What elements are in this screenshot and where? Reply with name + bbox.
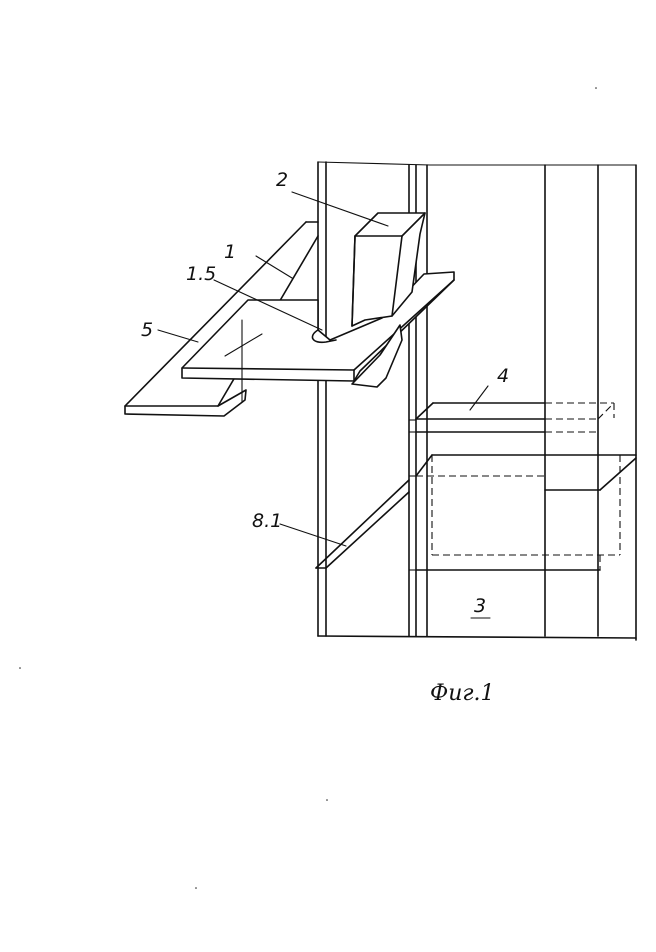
leader-lines	[157, 191, 489, 547]
label-part-1: 1	[224, 241, 236, 263]
label-part-2: 2	[276, 169, 288, 191]
box-part-3	[315, 454, 637, 619]
plate-part-1	[181, 271, 455, 403]
label-part-8-1: 8.1	[252, 510, 282, 532]
block-part-2	[351, 212, 426, 327]
label-part-4: 4	[497, 365, 509, 387]
beam-part-4	[409, 402, 615, 433]
label-part-5: 5	[141, 319, 153, 341]
scan-specks	[19, 87, 597, 889]
label-part-1-5: 1.5	[186, 263, 216, 285]
figure-caption: Фиг.1	[430, 681, 495, 706]
label-part-3: 3	[474, 595, 486, 617]
